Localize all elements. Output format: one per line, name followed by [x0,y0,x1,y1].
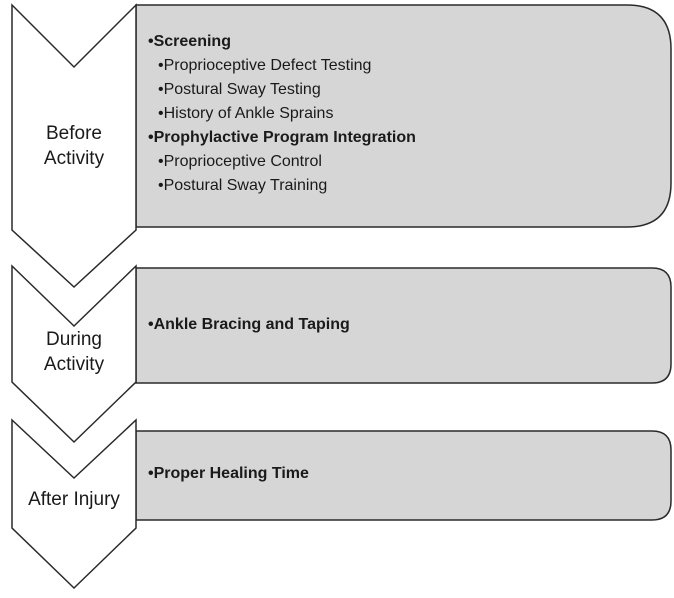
stage-2-chevron [11,264,137,444]
stage-1-chevron [11,3,137,289]
stage-1-panel [135,4,672,228]
stage-2-label-line-1: During [46,329,102,350]
stage-1-item-1: •Screening [148,33,231,50]
stage-3-label-line-1: After Injury [28,489,120,510]
stage-1-item-6: •Proprioceptive Control [158,153,322,170]
stage-3-chevron [11,418,137,590]
stage-1-label-line-1: Before [46,123,102,144]
stage-3-item-1: •Proper Healing Time [148,465,309,482]
stage-2-label: During Activity [12,327,136,377]
stage-3-label: After Injury [12,487,136,512]
stage-1-item-7: •Postural Sway Training [158,177,328,194]
stage-1-item-5: •Prophylactive Program Integration [148,129,416,146]
stage-1-item-3: •Postural Sway Testing [158,81,321,98]
stage-1-label-line-2: Activity [43,148,105,169]
stage-2-item-1: •Ankle Bracing and Taping [148,316,350,333]
stage-1-item-4: •History of Ankle Sprains [158,105,334,122]
stage-1-label: Before Activity [12,121,136,171]
stage-2-panel [135,267,672,384]
stage-3-panel [135,430,672,521]
stage-2-label-line-2: Activity [43,354,105,375]
stage-1-item-2: •Proprioceptive Defect Testing [158,57,372,74]
